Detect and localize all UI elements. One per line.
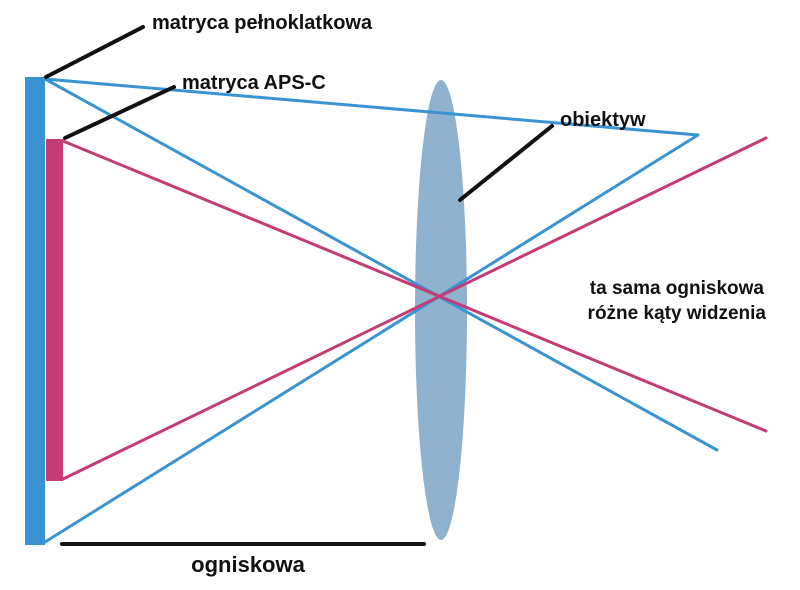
full-frame-rays bbox=[43, 77, 719, 544]
label-lens: obiektyw bbox=[560, 109, 646, 131]
leader-lines bbox=[44, 25, 554, 202]
aps-c-rays bbox=[61, 136, 768, 481]
leader-full-frame bbox=[44, 25, 145, 79]
label-full-frame: matryca pełnoklatkowa bbox=[152, 12, 373, 34]
label-note-line2: różne kąty widzenia bbox=[588, 303, 767, 324]
label-focal-length: ogniskowa bbox=[191, 552, 305, 577]
lens-shape bbox=[415, 80, 467, 540]
leader-lens bbox=[458, 124, 554, 202]
aps-c-sensor bbox=[46, 139, 63, 481]
full-frame-sensor bbox=[25, 77, 45, 545]
label-aps-c: matryca APS-C bbox=[182, 72, 326, 94]
label-note-line1: ta sama ogniskowa bbox=[590, 278, 765, 299]
leader-aps-c bbox=[63, 85, 176, 140]
